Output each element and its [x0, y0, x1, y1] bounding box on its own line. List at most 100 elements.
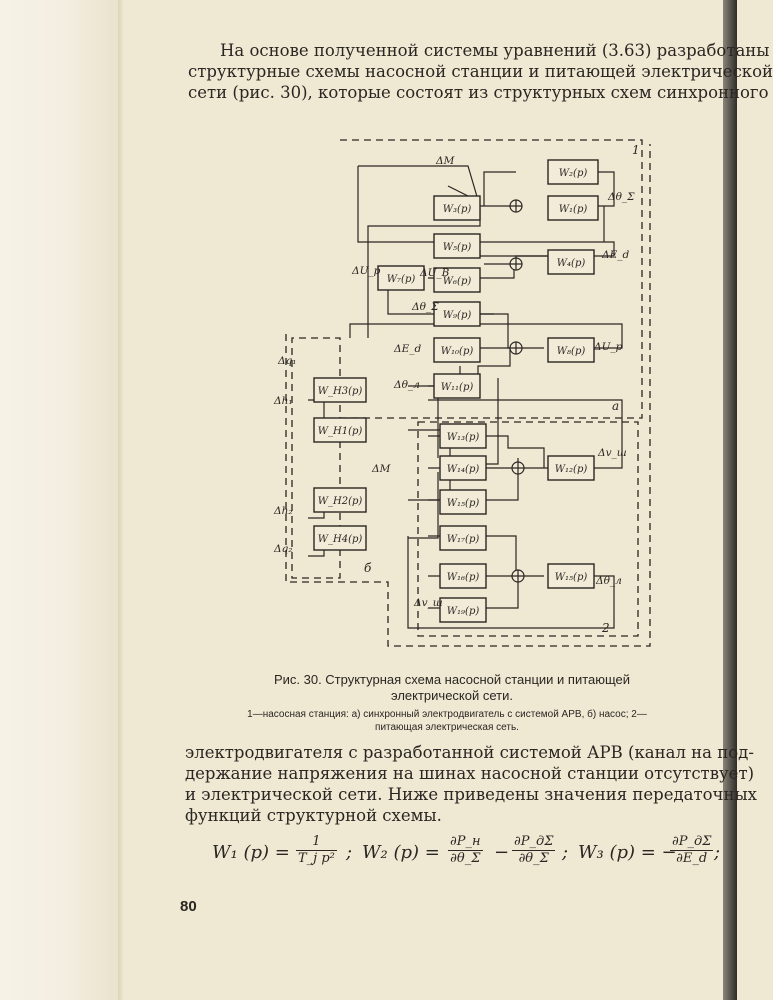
transfer-function-formula: W₁ (p) = 1 T_j p² ; W₂ (p) = ∂P_н ∂θ_Σ −…: [212, 830, 722, 878]
svg-text:W₁₁(p): W₁₁(p): [441, 382, 474, 393]
formula-w3-lhs: W₃ (p) = −: [578, 842, 677, 863]
signal-label: ΔM: [435, 155, 455, 167]
svg-text:W₁₃(p): W₁₃(p): [447, 432, 480, 443]
svg-text:W₁₅(p): W₁₅(p): [447, 498, 480, 509]
page-left-margin: [0, 0, 120, 1000]
book-fold: [118, 0, 124, 1000]
formula-denominator: ∂θ_Σ: [448, 850, 483, 867]
formula-denominator: ∂θ_Σ: [512, 850, 556, 867]
svg-text:W₁₆(p): W₁₆(p): [447, 572, 480, 583]
formula-w2-fraction-1: ∂P_н ∂θ_Σ: [448, 834, 483, 867]
formula-w1-fraction: 1 T_j p²: [296, 834, 337, 867]
formula-numerator: ∂P_дΣ: [514, 834, 554, 849]
formula-denominator: T_j p²: [296, 850, 337, 866]
signal-label: Δθ_Σ: [411, 301, 439, 313]
signal-label: Δh₁: [273, 395, 293, 407]
svg-text:W₁₅(p): W₁₅(p): [555, 572, 588, 583]
block-wh4: W_H4(p): [313, 525, 367, 551]
svg-text:W₃(p): W₃(p): [443, 204, 472, 215]
signal-label: Δv_ш: [597, 447, 627, 459]
signal-label: ΔU_p: [351, 265, 381, 277]
svg-text:W₉(p): W₉(p): [443, 310, 472, 321]
svg-text:W₇(p): W₇(p): [387, 274, 416, 285]
svg-text:W₅(p): W₅(p): [443, 242, 472, 253]
signal-label: ΔE_d: [393, 343, 421, 355]
text-line: функций структурной схемы.: [185, 806, 442, 825]
region-label: 1: [632, 143, 640, 157]
block-w10: W₁₀(p): [433, 337, 481, 363]
block-w5: W₅(p): [433, 233, 481, 259]
region-1-outline: [291, 139, 643, 579]
text-line: сети (рис. 30), которые состоят из струк…: [188, 83, 769, 102]
block-w14: W₁₄(p): [439, 455, 487, 481]
region-2-outline: [417, 421, 639, 637]
signal-label: ΔM: [371, 463, 391, 475]
region-label: a: [612, 399, 619, 413]
svg-text:W_H4(p): W_H4(p): [318, 534, 363, 545]
region-label: 2: [601, 621, 610, 635]
block-w17: W₁₇(p): [439, 525, 487, 551]
block-w8: W₈(p): [547, 337, 595, 363]
svg-text:W₁(p): W₁(p): [559, 204, 588, 215]
figure-caption-note: 1—насосная станция: а) синхронный электр…: [247, 709, 647, 733]
page-number: 80: [180, 898, 197, 915]
text-line: электродвигателя с разработанной системо…: [185, 743, 754, 762]
svg-text:W₁₇(p): W₁₇(p): [447, 534, 480, 545]
svg-text:W₁₀(p): W₁₀(p): [441, 346, 474, 357]
signal-label: Δθ_Σ: [607, 191, 635, 203]
block-w3: W₃(p): [433, 195, 481, 221]
summing-junctions: [453, 199, 525, 583]
text-line: держание напряжения на шинах насосной ст…: [185, 764, 755, 783]
formula-numerator: 1: [312, 834, 321, 849]
region-outer-outline: [285, 144, 651, 647]
svg-text:W₁₉(p): W₁₉(p): [447, 606, 480, 617]
formula-w3-fraction: ∂P_дΣ ∂E_d: [670, 834, 714, 867]
svg-text:W_H1(p): W_H1(p): [318, 426, 363, 437]
block-w16: W₁₆(p): [439, 563, 487, 589]
region-label: б: [364, 561, 372, 575]
block-w15a: W₁₅(p): [439, 489, 487, 515]
signal-label: Δθ_л: [595, 575, 622, 587]
signal-label: Δq₁: [277, 355, 297, 367]
signal-label: Δθ_л: [393, 379, 420, 391]
formula-numerator: ∂P_дΣ: [672, 834, 712, 849]
svg-text:W₈(p): W₈(p): [557, 346, 586, 357]
block-w2: W₂(p): [547, 159, 599, 185]
svg-text:W_H3(p): W_H3(p): [318, 386, 363, 397]
text-line: На основе полученной системы уравнений (…: [220, 41, 770, 60]
svg-text:W₁₂(p): W₁₂(p): [555, 464, 588, 475]
svg-text:W₂(p): W₂(p): [559, 168, 588, 179]
signal-label: Δh₂: [273, 505, 293, 517]
signal-label: Δv_ш: [413, 597, 443, 609]
structural-diagram: W₂(p) W₃(p) W₁(p) W₅(p) W₄(p) W₇(p) W₆(p…: [273, 139, 651, 647]
signal-label: ΔU_B: [419, 267, 450, 279]
block-w6: W₆(p): [433, 267, 481, 293]
svg-text:W₄(p): W₄(p): [557, 258, 586, 269]
formula-separator: ;: [714, 842, 721, 863]
paragraph-intro: На основе полученной системы уравнений (…: [188, 40, 773, 103]
block-w4: W₄(p): [547, 249, 595, 275]
block-wh1: W_H1(p): [313, 417, 367, 443]
block-w13: W₁₃(p): [439, 423, 487, 449]
formula-w1-lhs: W₁ (p) =: [212, 842, 290, 863]
formula-separator: ;: [346, 842, 353, 863]
book-spine-shadow: [723, 0, 737, 1000]
svg-text:W₆(p): W₆(p): [443, 276, 472, 287]
formula-separator: ;: [562, 842, 569, 863]
signal-label: Δq₂: [273, 543, 293, 555]
svg-text:W_H2(p): W_H2(p): [318, 496, 363, 507]
block-wh2: W_H2(p): [313, 487, 367, 513]
block-w9: W₉(p): [433, 301, 481, 327]
formula-denominator: ∂E_d: [670, 850, 714, 867]
block-w15b: W₁₅(p): [547, 563, 595, 589]
text-line: и электрической сети. Ниже приведены зна…: [185, 785, 757, 804]
svg-text:W₁₄(p): W₁₄(p): [447, 464, 480, 475]
formula-numerator: ∂P_н: [450, 834, 481, 849]
figure-caption: Рис. 30. Структурная схема насосной стан…: [273, 672, 631, 703]
block-wh3: W_H3(p): [313, 377, 367, 403]
formula-minus: −: [494, 842, 510, 863]
block-w19: W₁₉(p): [439, 597, 487, 623]
paragraph-body: электродвигателя с разработанной системо…: [185, 742, 757, 826]
block-w12: W₁₂(p): [547, 455, 595, 481]
signal-label: ΔU_p: [593, 341, 623, 353]
